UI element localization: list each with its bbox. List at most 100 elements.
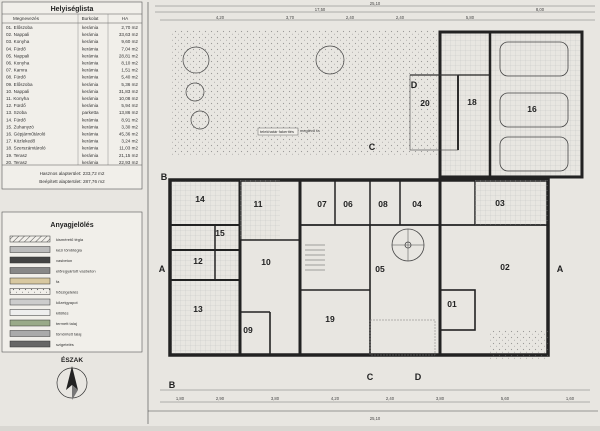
top-dim-1: 17,50 bbox=[315, 7, 326, 12]
tree-annotation: meglévő fa bbox=[300, 128, 320, 133]
legend-swatch bbox=[9, 330, 51, 337]
room-area: 1,51 m2 bbox=[121, 68, 138, 73]
room-surface: kerámia bbox=[82, 96, 99, 101]
room-name: 11. Konyha bbox=[6, 96, 29, 101]
room-area: 33,63 m2 bbox=[119, 32, 139, 37]
room-surface: kerámia bbox=[82, 61, 99, 66]
room-name: 18. Szerszámtároló bbox=[6, 146, 46, 151]
svg-text:B: B bbox=[169, 380, 176, 390]
trees: meglévő fa telekhatár fakerítés bbox=[182, 45, 345, 136]
room-area: 5,36 m2 bbox=[121, 82, 138, 87]
bottom-dimension-lines: 25,10 1,80 2,90 3,80 4,20 2,40 3,80 5,60… bbox=[160, 389, 590, 421]
room-number-07: 07 bbox=[317, 199, 327, 209]
room-number-12: 12 bbox=[193, 256, 203, 266]
top-dim-4: 2,40 bbox=[346, 15, 355, 20]
survey-annotation: telekhatár fakerítés bbox=[260, 129, 294, 134]
axis-marker-c: C bbox=[369, 142, 376, 152]
room-area: 5,40 m2 bbox=[121, 75, 138, 80]
room-number-20: 20 bbox=[420, 98, 430, 108]
room-number-10: 10 bbox=[261, 257, 271, 267]
room-name: 16. Gépjárműtároló bbox=[6, 132, 46, 137]
room-number-15: 15 bbox=[215, 228, 225, 238]
col-header-name: Megnevezés bbox=[13, 16, 40, 21]
room-area: 13,86 m2 bbox=[119, 110, 139, 115]
room-name: 13. Szoba bbox=[6, 110, 27, 115]
axis-marker-b: B bbox=[161, 172, 168, 182]
room-area: 22,93 m2 bbox=[119, 160, 139, 165]
room-area: 7,04 m2 bbox=[121, 46, 138, 51]
room-list-title: Helyiséglista bbox=[51, 6, 94, 13]
legend-title: Anyagjelölés bbox=[50, 222, 93, 229]
useful-area-text: Hasznos alapterület: 233,72 m2 bbox=[40, 171, 105, 176]
legend-swatch bbox=[9, 277, 51, 285]
legend-item: hőszigetelés bbox=[9, 288, 78, 295]
svg-text:D: D bbox=[415, 372, 422, 382]
legend-item: tömörített talaj bbox=[9, 330, 81, 337]
top-dim-7: 8,00 bbox=[536, 7, 545, 12]
legend-label: szigetelés bbox=[56, 342, 74, 347]
legend-swatch bbox=[9, 267, 51, 274]
bottom-dim-2: 2,90 bbox=[216, 396, 225, 401]
room-surface: kerámia bbox=[82, 46, 99, 51]
legend-label: tömörített talaj bbox=[56, 332, 81, 337]
room-name: 10. Nappali bbox=[6, 89, 29, 94]
room-surface: kerámia bbox=[82, 146, 99, 151]
room-area: 11,03 m2 bbox=[119, 146, 138, 151]
room-surface: kerámia bbox=[82, 32, 99, 37]
room-area: 3,30 m2 bbox=[121, 124, 138, 129]
legend-label: előregyártott vasbeton bbox=[56, 269, 96, 274]
north-arrow: ÉSZAK bbox=[56, 355, 88, 400]
bottom-dim-1: 1,80 bbox=[176, 396, 185, 401]
room-number-03: 03 bbox=[495, 198, 505, 208]
bottom-dim-4: 4,20 bbox=[331, 396, 340, 401]
room-surface: kerámia bbox=[82, 75, 99, 80]
legend-label: termett talaj bbox=[56, 321, 77, 326]
svg-text:A: A bbox=[159, 264, 166, 274]
bottom-dim-total: 25,10 bbox=[370, 416, 381, 421]
room-surface: kerámia bbox=[82, 25, 99, 30]
north-arrow-icon bbox=[66, 366, 78, 390]
bottom-dim-3: 3,80 bbox=[271, 396, 280, 401]
legend-swatch bbox=[9, 235, 51, 243]
room-surface: kerámia bbox=[82, 53, 99, 58]
room-number-08: 08 bbox=[378, 199, 388, 209]
room-area: 8,10 m2 bbox=[121, 61, 138, 66]
col-header-area: HA bbox=[122, 16, 129, 21]
site-plan: 25,10 17,50 4,20 3,70 2,40 2,40 5,80 8,0… bbox=[147, 1, 598, 424]
top-dim-2: 4,20 bbox=[216, 15, 225, 20]
legend-item: kisméretű tégla bbox=[9, 235, 84, 243]
room-number-06: 06 bbox=[343, 199, 353, 209]
top-dim-total: 25,10 bbox=[370, 1, 381, 6]
bottom-dim-5: 2,40 bbox=[386, 396, 395, 401]
room-number-16: 16 bbox=[527, 104, 537, 114]
bottom-dim-7: 5,60 bbox=[501, 396, 510, 401]
room-surface: kerámia bbox=[82, 139, 99, 144]
legend-item: előregyártott vasbeton bbox=[9, 267, 96, 274]
legend-label: kisméretű tégla bbox=[56, 237, 84, 242]
room-name: 19. Terasz bbox=[6, 153, 28, 158]
legend-item: fa bbox=[9, 277, 60, 285]
room-number-19: 19 bbox=[325, 314, 335, 324]
room-area: 5,94 m2 bbox=[121, 103, 138, 108]
room-area: 2,70 m2 bbox=[121, 25, 138, 30]
car-1 bbox=[499, 41, 569, 77]
room-list-table: Helyiséglista Megnevezés Burkolat HA 01.… bbox=[1, 1, 143, 190]
room-name: 03. Konyha bbox=[6, 39, 30, 44]
legend-swatch bbox=[9, 309, 51, 316]
room-area: 21,15 m2 bbox=[119, 153, 139, 158]
legend-item: kézi tömbtégla bbox=[9, 246, 83, 253]
legend-item: termett talaj bbox=[9, 319, 77, 327]
room-name: 05. Nappali bbox=[6, 53, 29, 58]
legend-item: kőzetgyapot bbox=[9, 298, 78, 306]
room-name: 09. Előszoba bbox=[6, 82, 33, 87]
top-dim-6: 5,80 bbox=[466, 15, 475, 20]
